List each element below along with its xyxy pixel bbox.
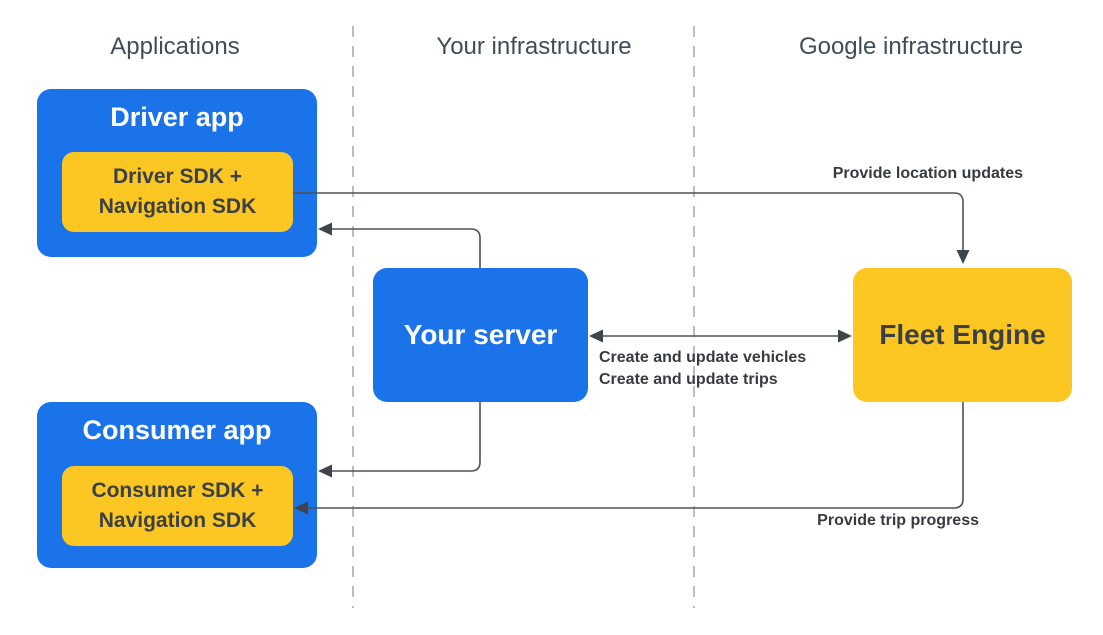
driver-app-node: Driver app Driver SDK + Navigation SDK xyxy=(37,89,317,257)
arrow-server-to-consumer-app xyxy=(332,402,481,472)
fleet-engine-node: Fleet Engine xyxy=(853,268,1072,402)
label-create-update-vehicles: Create and update vehicles xyxy=(599,349,807,366)
label-create-update-trips: Create and update trips xyxy=(599,371,778,388)
driver-sdk-line1: Driver SDK + xyxy=(113,165,242,188)
driver-sdk-node: Driver SDK + Navigation SDK xyxy=(62,152,293,232)
label-provide-trip-progress: Provide trip progress xyxy=(817,512,979,529)
arrowhead-down-fleet-engine-top xyxy=(956,250,970,264)
consumer-app-title: Consumer app xyxy=(82,415,272,445)
arrow-provide-trip-progress xyxy=(308,402,964,509)
arrow-server-to-driver-app xyxy=(332,228,481,268)
column-header-google-infrastructure: Google infrastructure xyxy=(798,33,1024,60)
your-server-node: Your server xyxy=(373,268,588,402)
arrowhead-left-your-server xyxy=(589,329,603,343)
driver-app-title: Driver app xyxy=(110,102,244,132)
consumer-sdk-node: Consumer SDK + Navigation SDK xyxy=(62,466,293,546)
consumer-app-node: Consumer app Consumer SDK + Navigation S… xyxy=(37,402,317,568)
label-provide-location-updates: Provide location updates xyxy=(832,165,1023,182)
driver-sdk-line2: Navigation SDK xyxy=(98,195,257,218)
arrow-provide-location-updates xyxy=(293,192,964,250)
column-header-your-infrastructure: Your infrastructure xyxy=(436,33,632,60)
consumer-sdk-line1: Consumer SDK + xyxy=(91,479,264,502)
label-create-and-update: Create and update vehicles Create and up… xyxy=(599,347,806,391)
arrowhead-left-consumer-app xyxy=(318,464,332,478)
arrowhead-right-fleet-engine xyxy=(838,329,852,343)
column-header-applications: Applications xyxy=(110,33,240,60)
arrowhead-left-driver-app xyxy=(318,222,332,236)
consumer-sdk-line2: Navigation SDK xyxy=(98,509,257,532)
